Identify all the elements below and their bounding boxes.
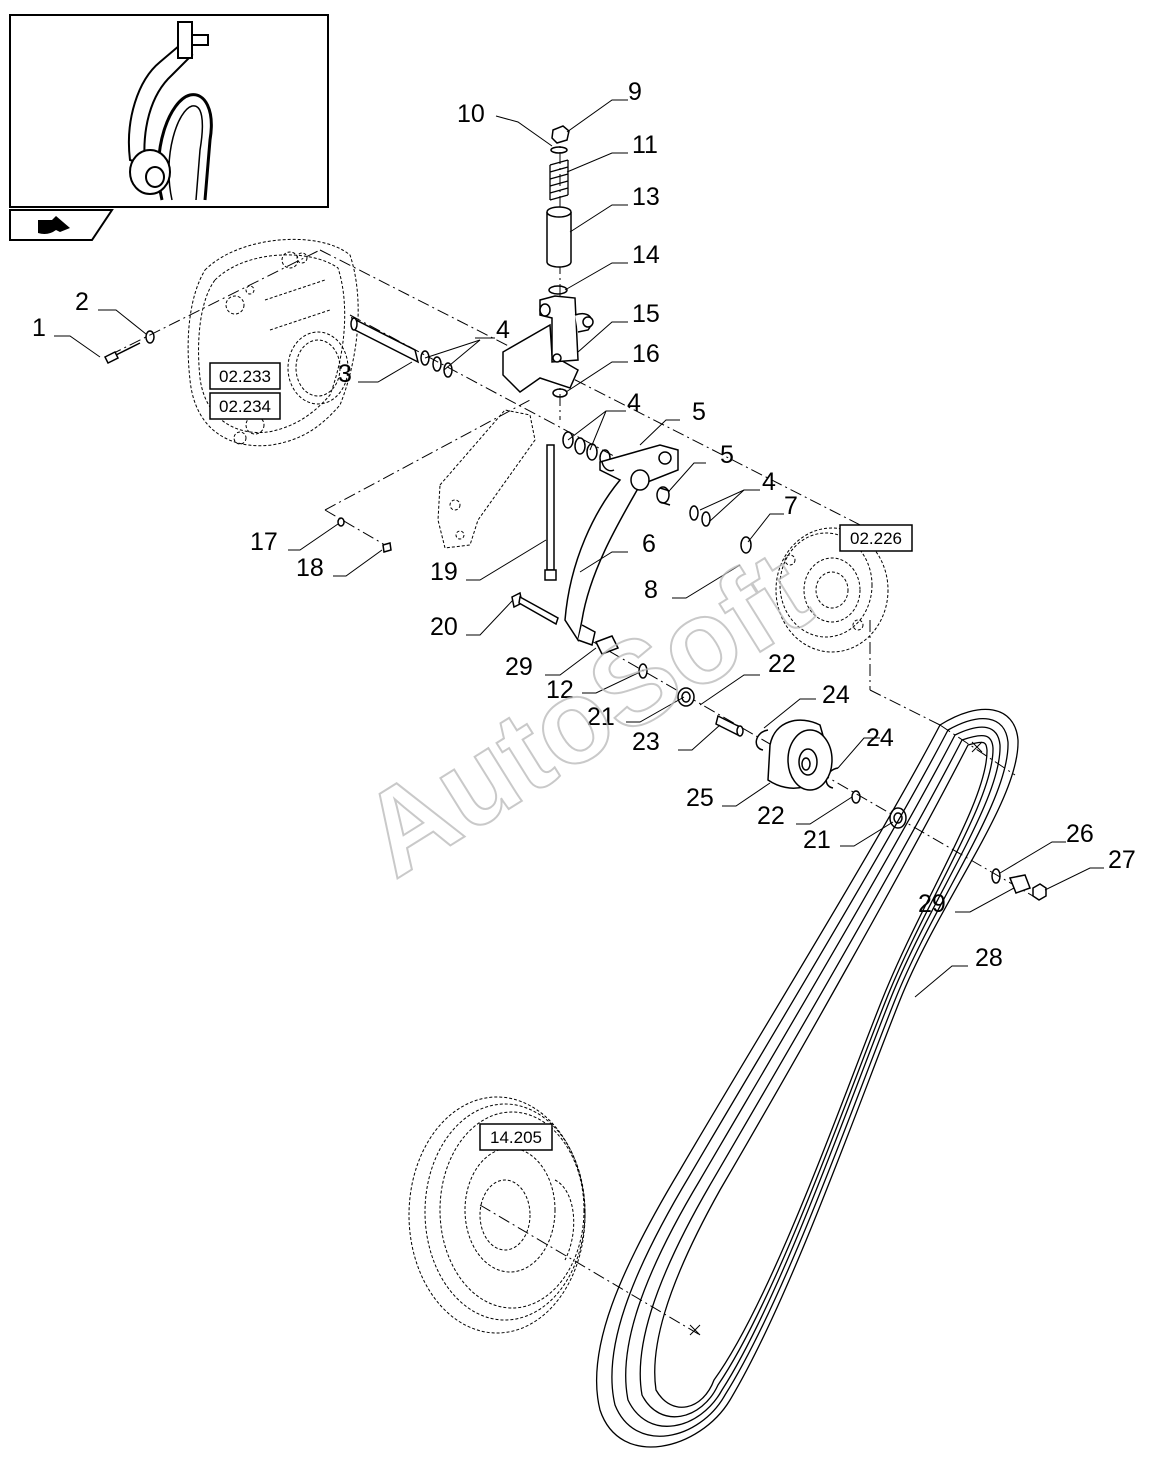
- shaft: [350, 316, 420, 364]
- washer: [145, 330, 155, 344]
- sleeve: [546, 206, 572, 268]
- callout: 16: [632, 340, 660, 368]
- bracket-outline: [437, 409, 536, 549]
- reference-box-14205[interactable]: 14.205: [479, 1123, 553, 1151]
- callout: 5: [692, 398, 706, 426]
- center-marks: [689, 741, 983, 1336]
- callout: 5: [720, 441, 734, 469]
- clip: [1008, 874, 1031, 894]
- thumbnail-preview: [9, 14, 329, 208]
- callout: 10: [457, 100, 485, 128]
- washer: [851, 790, 861, 804]
- callout: 12: [546, 676, 574, 704]
- callout: 4: [627, 389, 641, 417]
- housing-outline: [187, 238, 359, 447]
- reference-box-02233[interactable]: 02.233: [209, 362, 281, 390]
- nut: [1032, 883, 1047, 901]
- washer: [638, 663, 648, 679]
- callout: 26: [1066, 820, 1094, 848]
- thumbnail-arrow-tab[interactable]: [9, 209, 114, 241]
- callout: 4: [496, 316, 510, 344]
- nut: [551, 125, 570, 144]
- callout: 28: [975, 944, 1003, 972]
- callout: 7: [784, 492, 798, 520]
- callout: 23: [632, 728, 660, 756]
- reference-label: 02.234: [219, 397, 271, 416]
- callout: 22: [757, 802, 785, 830]
- washer: [550, 146, 568, 154]
- callout: 19: [430, 558, 458, 586]
- callout: 18: [296, 554, 324, 582]
- callout: 29: [505, 653, 533, 681]
- callout: 13: [632, 183, 660, 211]
- reference-label: 02.233: [219, 367, 271, 386]
- idler-pulley: [767, 719, 833, 791]
- callout: 20: [430, 613, 458, 641]
- arrow-icon: [38, 216, 70, 234]
- bearing: [677, 687, 695, 707]
- leader-lines: [54, 99, 1104, 998]
- bushing: [552, 388, 568, 398]
- callout: 21: [803, 826, 831, 854]
- bushing: [656, 486, 671, 506]
- callout: 14: [632, 241, 660, 269]
- callout: 2: [75, 288, 89, 316]
- washer: [337, 517, 345, 527]
- spring: [549, 159, 569, 201]
- crank-pulley: [408, 1096, 586, 1334]
- washer: [548, 285, 568, 295]
- reference-label: 02.226: [850, 529, 902, 548]
- callout: 6: [642, 530, 656, 558]
- callout: 9: [628, 78, 642, 106]
- callout: 11: [632, 131, 658, 159]
- callout: 24: [866, 724, 894, 752]
- callout: 3: [338, 360, 352, 388]
- callout: 1: [32, 314, 46, 342]
- washer-group-left: [420, 350, 453, 378]
- screw: [103, 342, 141, 365]
- washer-group-right: [689, 505, 711, 527]
- callout: 24: [822, 681, 850, 709]
- callout: 25: [686, 784, 714, 812]
- callout: 17: [250, 528, 278, 556]
- reference-box-02234[interactable]: 02.234: [209, 392, 281, 420]
- callout: 27: [1108, 846, 1136, 874]
- spacer-pin: [715, 714, 744, 737]
- screw: [382, 542, 392, 553]
- callout: 8: [644, 576, 658, 604]
- circlip: [755, 729, 769, 751]
- washer: [991, 868, 1001, 884]
- tensioner-arm: [564, 444, 679, 646]
- callout: 21: [587, 703, 615, 731]
- callout: 29: [918, 890, 946, 918]
- callout: 22: [768, 650, 796, 678]
- drive-belt: [595, 708, 1019, 1448]
- callouts: 1 2 3 4 4 4 5 5 6 7 8 9 10 11 12 13 14 1…: [32, 78, 1136, 972]
- clip: [594, 635, 620, 655]
- callout: 4: [762, 468, 776, 496]
- bracket: [502, 295, 594, 393]
- reference-pulley: [775, 527, 889, 653]
- reference-box-02226[interactable]: 02.226: [839, 524, 913, 552]
- bolt: [511, 591, 559, 626]
- reference-label: 14.205: [490, 1128, 542, 1147]
- circlip: [740, 536, 752, 554]
- bolt: [544, 444, 557, 581]
- callout: 15: [632, 300, 660, 328]
